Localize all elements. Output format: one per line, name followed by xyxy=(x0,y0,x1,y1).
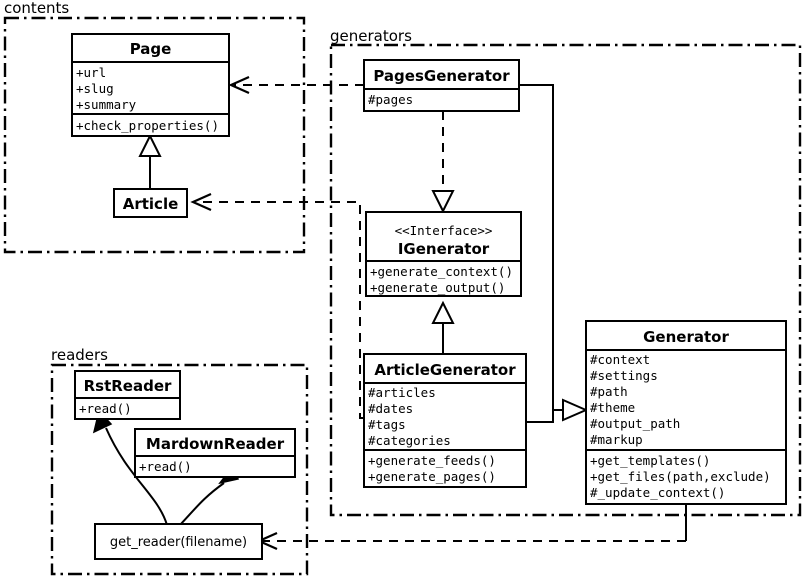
class-attribute: #markup xyxy=(590,432,643,447)
class-box-pagesgenerator[interactable]: PagesGenerator #pages xyxy=(363,59,520,112)
class-attribute: #tags xyxy=(368,417,406,432)
function-box-get-reader[interactable]: get_reader(filename) xyxy=(94,523,263,560)
class-box-pagesgenerator-frame xyxy=(363,59,520,112)
hollow-triangle-arrowhead xyxy=(431,300,455,324)
relation-articlegenerator-uses-article xyxy=(190,192,364,419)
class-attribute: #path xyxy=(590,384,628,399)
class-attribute: #categories xyxy=(368,433,451,448)
open-arrowhead xyxy=(190,192,212,212)
package-readers: readers xyxy=(50,346,309,576)
class-name-page: Page xyxy=(130,40,172,58)
function-name-get-reader: get_reader(filename) xyxy=(110,535,247,550)
class-box-page-frame xyxy=(71,33,230,137)
class-attribute: #dates xyxy=(368,401,413,416)
class-attribute: #output_path xyxy=(590,416,680,431)
class-method: +get_templates() xyxy=(590,453,710,468)
class-box-generator-frame xyxy=(585,320,787,505)
hollow-triangle-arrowhead xyxy=(431,190,455,214)
class-name-generator: Generator xyxy=(643,328,729,346)
function-box-get-reader-frame xyxy=(94,523,263,560)
class-box-rstreader[interactable]: RstReader +read() xyxy=(74,370,181,420)
class-attribute: #articles xyxy=(368,385,436,400)
package-readers-boundary xyxy=(50,363,309,576)
open-arrowhead xyxy=(228,75,250,95)
association-curve xyxy=(179,482,225,526)
class-attribute: +url xyxy=(76,65,106,80)
class-box-rstreader-frame xyxy=(74,370,181,420)
class-attribute: #theme xyxy=(590,400,635,415)
hollow-triangle-arrowhead xyxy=(138,133,162,157)
relation-pagesgenerator-realizes-igenerator xyxy=(431,111,455,214)
hollow-triangle-arrowhead xyxy=(562,398,589,422)
package-contents-boundary xyxy=(3,16,306,254)
generalization-line-from-articlegenerator xyxy=(526,410,554,423)
package-contents: contents xyxy=(3,0,306,254)
class-method: +generate_pages() xyxy=(368,469,496,484)
class-attribute: +slug xyxy=(76,81,114,96)
class-name-mardownreader: MardownReader xyxy=(146,435,285,453)
class-attribute: #settings xyxy=(590,368,658,383)
class-box-articlegenerator-frame xyxy=(363,353,527,488)
class-box-article-frame xyxy=(113,188,188,218)
class-box-igenerator-frame xyxy=(365,211,522,297)
class-method: +generate_feeds() xyxy=(368,453,496,468)
class-name-articlegenerator: ArticleGenerator xyxy=(374,361,516,379)
relation-pagesgenerator-uses-page xyxy=(228,75,364,95)
class-box-mardownreader[interactable]: MardownReader +read() xyxy=(134,428,296,478)
package-contents-label: contents xyxy=(4,0,69,17)
class-method: +check_properties() xyxy=(76,118,219,133)
package-generators-label: generators xyxy=(330,27,412,45)
class-name-igenerator: IGenerator xyxy=(398,240,490,258)
class-method: #_update_context() xyxy=(590,485,725,500)
class-box-page[interactable]: Page +url +slug +summary +check_properti… xyxy=(71,33,230,137)
class-name-pagesgenerator: PagesGenerator xyxy=(373,67,510,85)
relation-generators-inherit-generator xyxy=(519,84,589,423)
package-generators: generators xyxy=(329,27,802,517)
class-method: +read() xyxy=(79,401,132,416)
class-name-article: Article xyxy=(123,195,179,213)
relation-articlegenerator-realizes-igenerator xyxy=(431,300,455,355)
class-box-generator[interactable]: Generator #context #settings #path #them… xyxy=(585,320,787,505)
generalization-line-from-pagesgenerator xyxy=(519,84,563,411)
class-box-igenerator[interactable]: <<Interface>> IGenerator +generate_conte… xyxy=(365,211,522,297)
class-box-mardownreader-frame xyxy=(134,428,296,478)
class-attribute: +summary xyxy=(76,97,137,112)
class-attribute: #pages xyxy=(368,92,413,107)
class-box-article[interactable]: Article xyxy=(113,188,188,218)
class-name-rstreader: RstReader xyxy=(84,377,172,395)
class-stereotype-igenerator: <<Interface>> xyxy=(395,223,493,238)
association-curve xyxy=(105,427,168,526)
relation-generator-uses-get-reader xyxy=(256,504,687,551)
class-box-articlegenerator[interactable]: ArticleGenerator #articles #dates #tags … xyxy=(363,353,527,488)
class-method: +generate_output() xyxy=(370,280,505,295)
class-method: +read() xyxy=(139,459,192,474)
class-attribute: #context xyxy=(590,352,650,367)
dependency-line xyxy=(196,201,364,419)
relation-article-inherits-page xyxy=(138,133,162,190)
package-generators-boundary xyxy=(329,43,802,517)
package-readers-label: readers xyxy=(51,346,108,364)
class-method: +get_files(path,exclude) xyxy=(590,469,771,484)
class-method: +generate_context() xyxy=(370,264,513,279)
